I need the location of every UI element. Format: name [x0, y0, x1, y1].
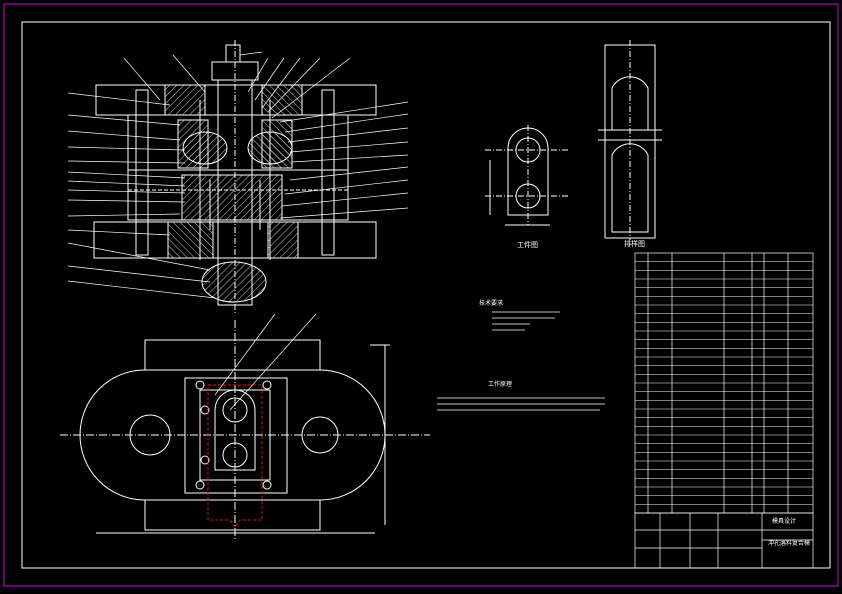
tech-req-lines — [492, 311, 560, 331]
strip-layout-view — [598, 40, 662, 240]
top-view-leaders — [214, 313, 317, 411]
workpiece-view — [485, 125, 570, 226]
tech-req-title: 技术要求 — [479, 299, 503, 307]
sheet-border — [3, 3, 839, 587]
cut-outline — [207, 384, 263, 528]
drawing-frame — [21, 21, 831, 569]
title-block-drawing-name: 冲孔落料复合模 — [768, 539, 810, 547]
top-view-title: 工作原理 — [488, 380, 512, 388]
strip-layout-label: 排样图 — [624, 239, 645, 248]
top-view — [60, 320, 430, 540]
top-view-notes — [437, 397, 605, 411]
workpiece-label: 工件图 — [517, 240, 538, 249]
parts-list-rows — [635, 261, 813, 505]
title-block-company: 模具设计 — [772, 517, 796, 525]
section-view — [93, 40, 377, 315]
leader-lines-right — [172, 51, 409, 219]
leader-lines-left — [67, 57, 216, 299]
title-block — [634, 512, 814, 569]
